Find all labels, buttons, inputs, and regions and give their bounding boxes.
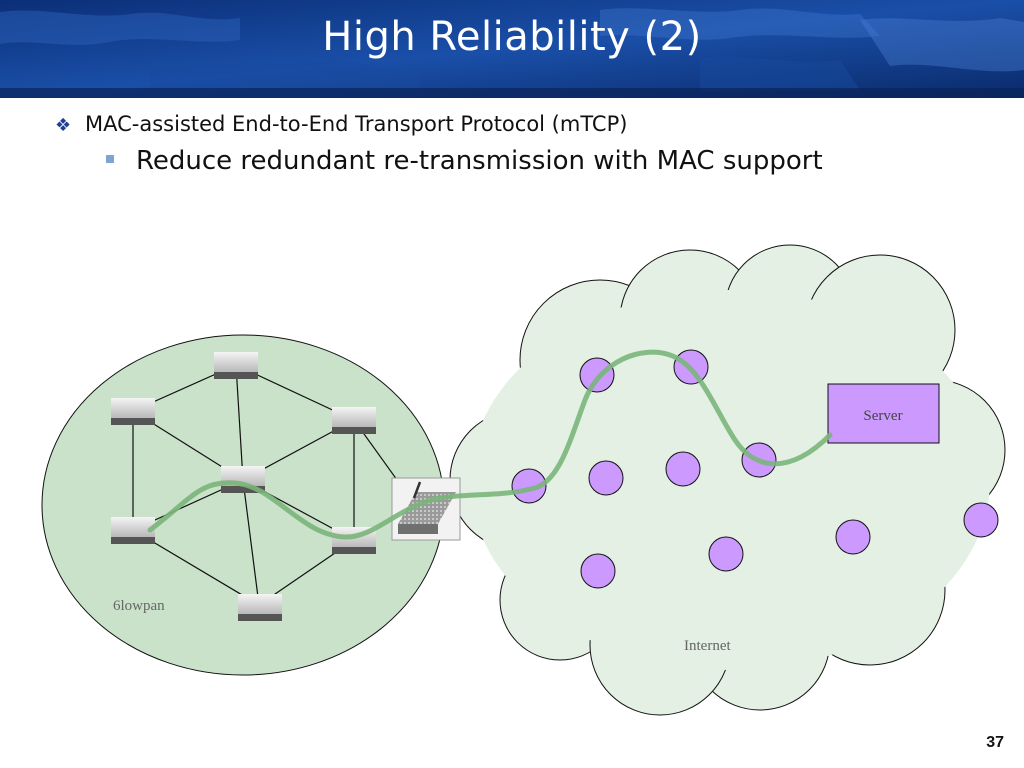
lowpan-network bbox=[41, 334, 445, 676]
bullet-level2-text: Reduce redundant re-transmission with MA… bbox=[136, 146, 823, 176]
internet-node bbox=[511, 468, 547, 504]
internet-node bbox=[588, 460, 624, 496]
internet-label: Internet bbox=[684, 638, 731, 654]
sensor-node-icon bbox=[238, 594, 282, 621]
square-bullet-icon bbox=[106, 154, 114, 163]
slide-title: High Reliability (2) bbox=[322, 14, 702, 60]
diamond-bullet-icon: ❖ bbox=[55, 115, 72, 136]
internet-node bbox=[665, 451, 701, 487]
bullet-level1: ❖ MAC-assisted End-to-End Transport Proto… bbox=[55, 112, 627, 136]
server-box bbox=[827, 383, 940, 444]
server-label: Server bbox=[863, 408, 902, 424]
internet-node bbox=[579, 357, 615, 393]
page-number: 37 bbox=[986, 734, 1004, 751]
bullet-level2: Reduce redundant re-transmission with MA… bbox=[106, 146, 823, 176]
internet-node bbox=[963, 502, 999, 538]
sensor-nodes bbox=[111, 352, 376, 621]
mtcp-transport-path bbox=[147, 349, 833, 540]
sensor-node-icon bbox=[111, 517, 155, 544]
internet-node bbox=[580, 553, 616, 589]
title-banner: High Reliability (2) bbox=[0, 0, 1024, 98]
bullet-level1-text: MAC-assisted End-to-End Transport Protoc… bbox=[85, 112, 628, 136]
sensor-node-icon bbox=[111, 398, 155, 425]
world-map-background bbox=[0, 0, 1024, 98]
sensor-node-icon bbox=[214, 352, 258, 379]
sensor-node-icon bbox=[332, 407, 376, 434]
internet-node bbox=[835, 519, 871, 555]
internet-node bbox=[708, 536, 744, 572]
gateway-router-icon bbox=[391, 477, 461, 541]
lowpan-label: 6lowpan bbox=[113, 598, 165, 614]
